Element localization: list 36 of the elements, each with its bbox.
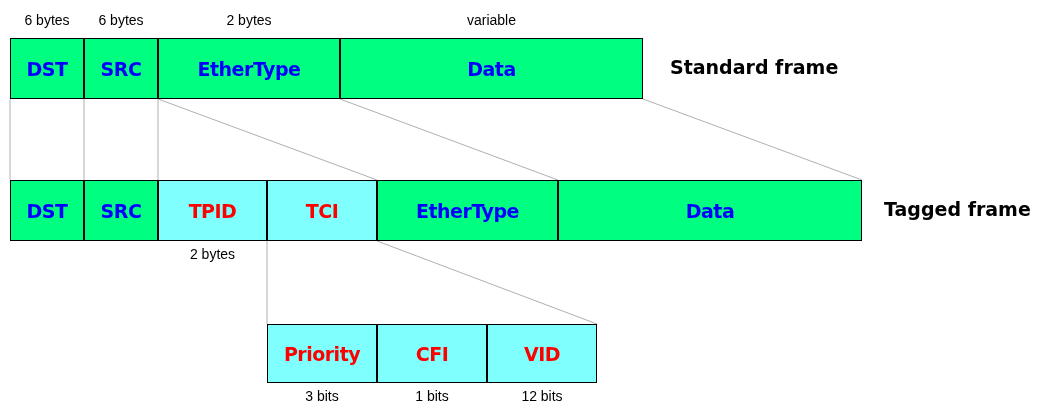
field-name: SRC [100,199,142,222]
field-name: TCI [305,199,339,222]
field-name: Priority [283,342,361,365]
size-label: 3 bits [305,388,339,404]
field-name: DST [26,199,68,222]
size-label: variable [467,12,516,28]
frame-title: Standard frame [670,56,839,78]
field-box [377,324,487,383]
field-name: Data [685,199,735,222]
field-box [84,180,158,241]
field-box [340,38,643,99]
field-box [158,38,340,99]
field-box [487,324,597,383]
field-name: CFI [415,342,449,365]
size-label: 2 bytes [189,246,236,262]
field-box [558,180,862,241]
size-label: 6 bytes [98,12,144,28]
frame-title: Tagged frame [884,198,1031,220]
size-label: 1 bits [415,388,449,404]
size-label: 2 bytes [226,12,272,28]
field-name: EtherType [416,199,519,222]
size-label: 12 bits [521,388,563,404]
field-name: EtherType [197,57,301,80]
field-name: Data [467,57,516,80]
field-name: VID [523,342,560,365]
field-name: SRC [100,57,142,80]
size-label: 6 bytes [24,12,70,28]
field-name: TPID [188,199,237,222]
field-box [267,180,377,241]
field-name: DST [26,57,68,80]
field-box [158,180,267,241]
field-box [10,38,84,99]
field-box [10,180,84,241]
field-box [377,180,558,241]
field-box [267,324,377,383]
field-box [84,38,158,99]
